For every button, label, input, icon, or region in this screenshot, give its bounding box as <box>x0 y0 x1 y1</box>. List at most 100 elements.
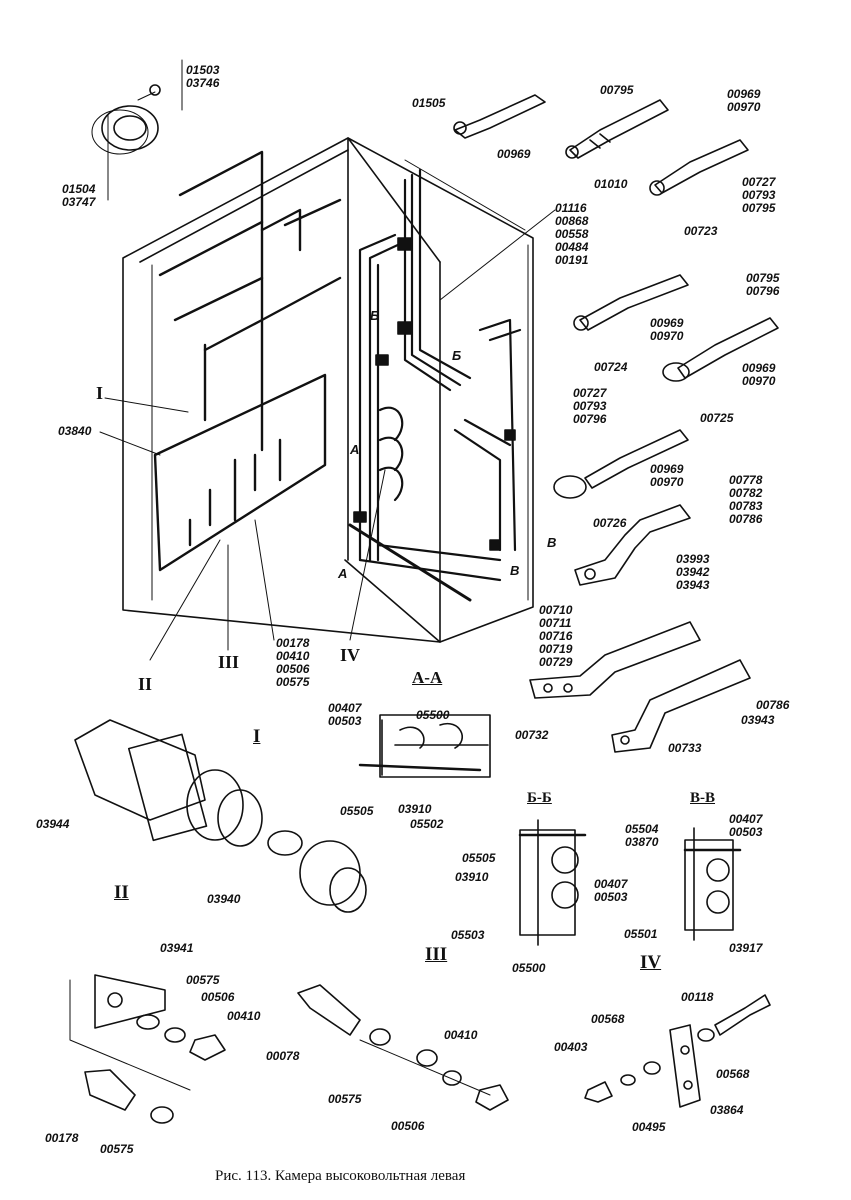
callout-00410-ii: 00410 <box>227 1009 261 1023</box>
callout-03910-aa: 03910 <box>398 802 432 816</box>
cable-lug-03993 <box>574 504 691 586</box>
view-marker-iii: III <box>218 652 240 672</box>
view-marker-i: I <box>96 383 104 403</box>
callout-00723: 00723 <box>684 224 718 238</box>
callout-00506-ii: 00506 <box>201 990 235 1004</box>
cable-lug-00723 <box>649 139 749 196</box>
callout-03840: 03840 <box>58 424 92 438</box>
connector-ring <box>91 84 161 155</box>
section-title-bb: Б-Б <box>527 790 552 806</box>
callout-05500-aa: 05500 <box>416 708 450 722</box>
callout-03864: 03864 <box>710 1103 744 1117</box>
callout-00786: 00786 <box>756 698 790 712</box>
section-iii-hardware <box>297 984 509 1111</box>
callout-00725: 00725 <box>700 411 734 425</box>
section-iv-hardware <box>584 994 771 1108</box>
section-i-connector <box>74 719 367 913</box>
cable-lug-00732 <box>529 621 701 699</box>
callout-00403: 00403 <box>554 1040 588 1054</box>
cabinet <box>122 137 534 643</box>
cable-lug-00724 <box>573 274 689 331</box>
callout-05501: 05501 <box>624 927 658 941</box>
marker-b-left: Б <box>370 308 380 323</box>
callout-03941: 03941 <box>160 941 194 955</box>
section-title-ii: II <box>114 882 129 903</box>
marker-v-bottom: B <box>510 563 520 578</box>
figure-caption: Рис. 113. Камера высоковольтная левая <box>215 1168 466 1184</box>
callout-00726: 00726 <box>593 516 627 530</box>
callout-00410-iii: 00410 <box>444 1028 478 1042</box>
callout-03944: 03944 <box>36 817 70 831</box>
callout-00575-ii-b: 00575 <box>100 1142 134 1156</box>
callout-05500-bb: 05500 <box>512 961 546 975</box>
section-aa-drawing <box>358 714 491 778</box>
callout-00575-iii: 00575 <box>328 1092 362 1106</box>
cable-lug-01505 <box>453 94 546 139</box>
callout-00506-iii: 00506 <box>391 1119 425 1133</box>
cable-lug-01010 <box>565 99 669 159</box>
leader-lines <box>99 59 556 661</box>
section-title-i: I <box>253 726 261 747</box>
callout-00118: 00118 <box>681 990 714 1004</box>
callout-00078: 00078 <box>266 1049 300 1063</box>
right-wall-harness <box>348 168 522 602</box>
callout-01505: 01505 <box>412 96 446 110</box>
callout-00575-ii: 00575 <box>186 973 220 987</box>
callout-00733: 00733 <box>668 741 702 755</box>
cable-lug-00725 <box>662 317 779 382</box>
section-title-iii: III <box>425 944 448 965</box>
view-marker-iv: IV <box>340 645 361 665</box>
callout-00795-a: 00795 <box>600 83 634 97</box>
callout-05505-aa: 05505 <box>340 804 374 818</box>
callout-00732: 00732 <box>515 728 549 742</box>
callout-03943: 03943 <box>741 713 775 727</box>
section-title-aa: А-А <box>412 668 443 687</box>
callout-01010: 01010 <box>594 177 628 191</box>
callout-03910-bb: 03910 <box>455 870 489 884</box>
callout-00568-b: 00568 <box>716 1067 750 1081</box>
callout-00568-a: 00568 <box>591 1012 625 1026</box>
marker-a-top: A <box>350 442 360 457</box>
left-wall-harness <box>153 150 342 572</box>
view-marker-ii: II <box>138 674 153 694</box>
section-title-vv: В-В <box>690 790 716 806</box>
callout-00724: 00724 <box>594 360 628 374</box>
cable-lug-00726 <box>553 429 689 499</box>
callout-00178-ii: 00178 <box>45 1131 79 1145</box>
section-bb-drawing <box>518 819 587 946</box>
callout-03940: 03940 <box>207 892 241 906</box>
callout-05505-bb: 05505 <box>462 851 496 865</box>
marker-v-right: B <box>547 535 557 550</box>
marker-b-right: Б <box>452 348 462 363</box>
callout-05503: 05503 <box>451 928 485 942</box>
section-vv-drawing <box>683 827 742 941</box>
section-title-iv: IV <box>640 952 662 973</box>
callout-00495: 00495 <box>632 1120 666 1134</box>
section-ii-hardware <box>69 974 226 1124</box>
cable-lug-00733 <box>611 659 751 753</box>
callout-03917: 03917 <box>729 941 763 955</box>
marker-a-bottom: A <box>338 566 348 581</box>
harness-clamps <box>353 237 516 551</box>
callout-00969-a: 00969 <box>497 147 531 161</box>
